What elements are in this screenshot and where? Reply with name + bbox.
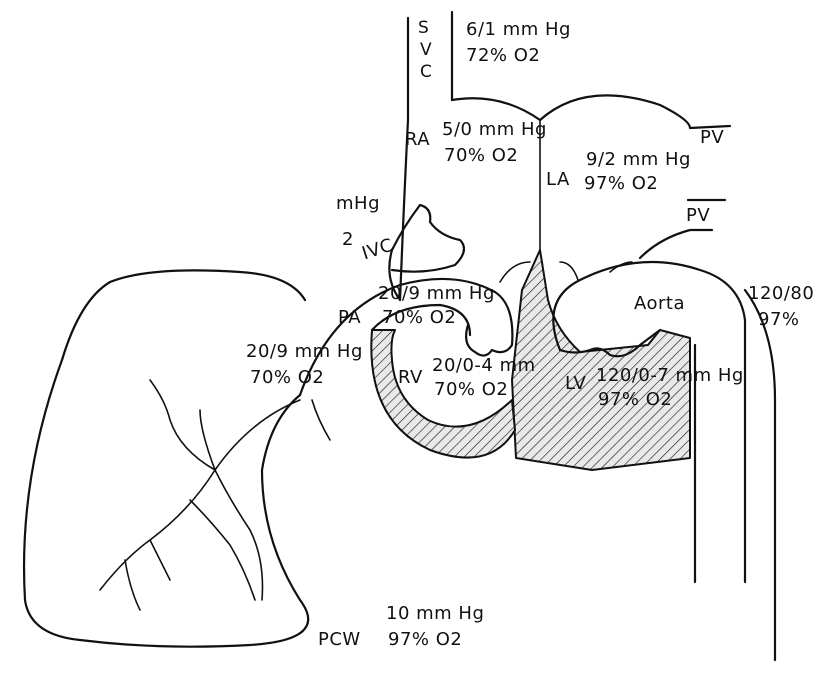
svc-letter-c: C [420,62,432,82]
rv-oxygen: 70% O2 [434,380,508,400]
aorta-oxygen: 97% [758,310,800,330]
ivc-oxygen-fragment: 2 [342,230,354,250]
aorta-far-wall [745,290,775,660]
pcw-label: PCW [318,630,361,650]
svc-pressure: 6/1 mm Hg [466,20,571,40]
svc-oxygen: 72% O2 [466,46,540,66]
svc-left-wall [400,18,408,300]
pv-lower-label: PV [686,206,710,226]
svc-letter-s: S [418,18,429,38]
ra-label: RA [405,130,430,150]
right-atrium-outline [452,98,540,120]
pcw-oxygen: 97% O2 [388,630,462,650]
pv-lower-wall [640,230,712,258]
ra-oxygen: 70% O2 [444,146,518,166]
la-label: LA [546,170,570,190]
ivc-pressure-fragment: mHg [336,194,380,214]
lv-oxygen: 97% O2 [598,390,672,410]
atrial-valve-marks [500,262,632,282]
pcw-pressure: 10 mm Hg [386,604,484,624]
aorta-pressure: 120/80 [748,284,814,304]
rv-pressure: 20/0-4 mm [432,356,536,376]
la-pressure: 9/2 mm Hg [586,150,691,170]
lv-label: LV [565,374,586,394]
left-atrium-outline [540,95,730,128]
pa-label: PA [338,308,361,328]
lung-pa-oxygen: 70% O2 [250,368,324,388]
pv-upper-label: PV [700,128,724,148]
rv-label: RV [398,368,423,388]
lv-pressure: 120/0-7 mm Hg [596,366,744,386]
aorta-label: Aorta [634,294,685,314]
lung-pa-pressure: 20/9 mm Hg [246,342,363,362]
svc-letter-v: V [420,40,432,60]
lung-outline [24,270,308,646]
interventricular-septum[interactable] [512,250,690,470]
pa-oxygen: 70% O2 [382,308,456,328]
la-oxygen: 97% O2 [584,174,658,194]
lung-hilum-vessel [312,400,330,440]
pa-pressure: 20/9 mm Hg [378,284,495,304]
pulmonary-branches [100,380,300,610]
ra-pressure: 5/0 mm Hg [442,120,547,140]
